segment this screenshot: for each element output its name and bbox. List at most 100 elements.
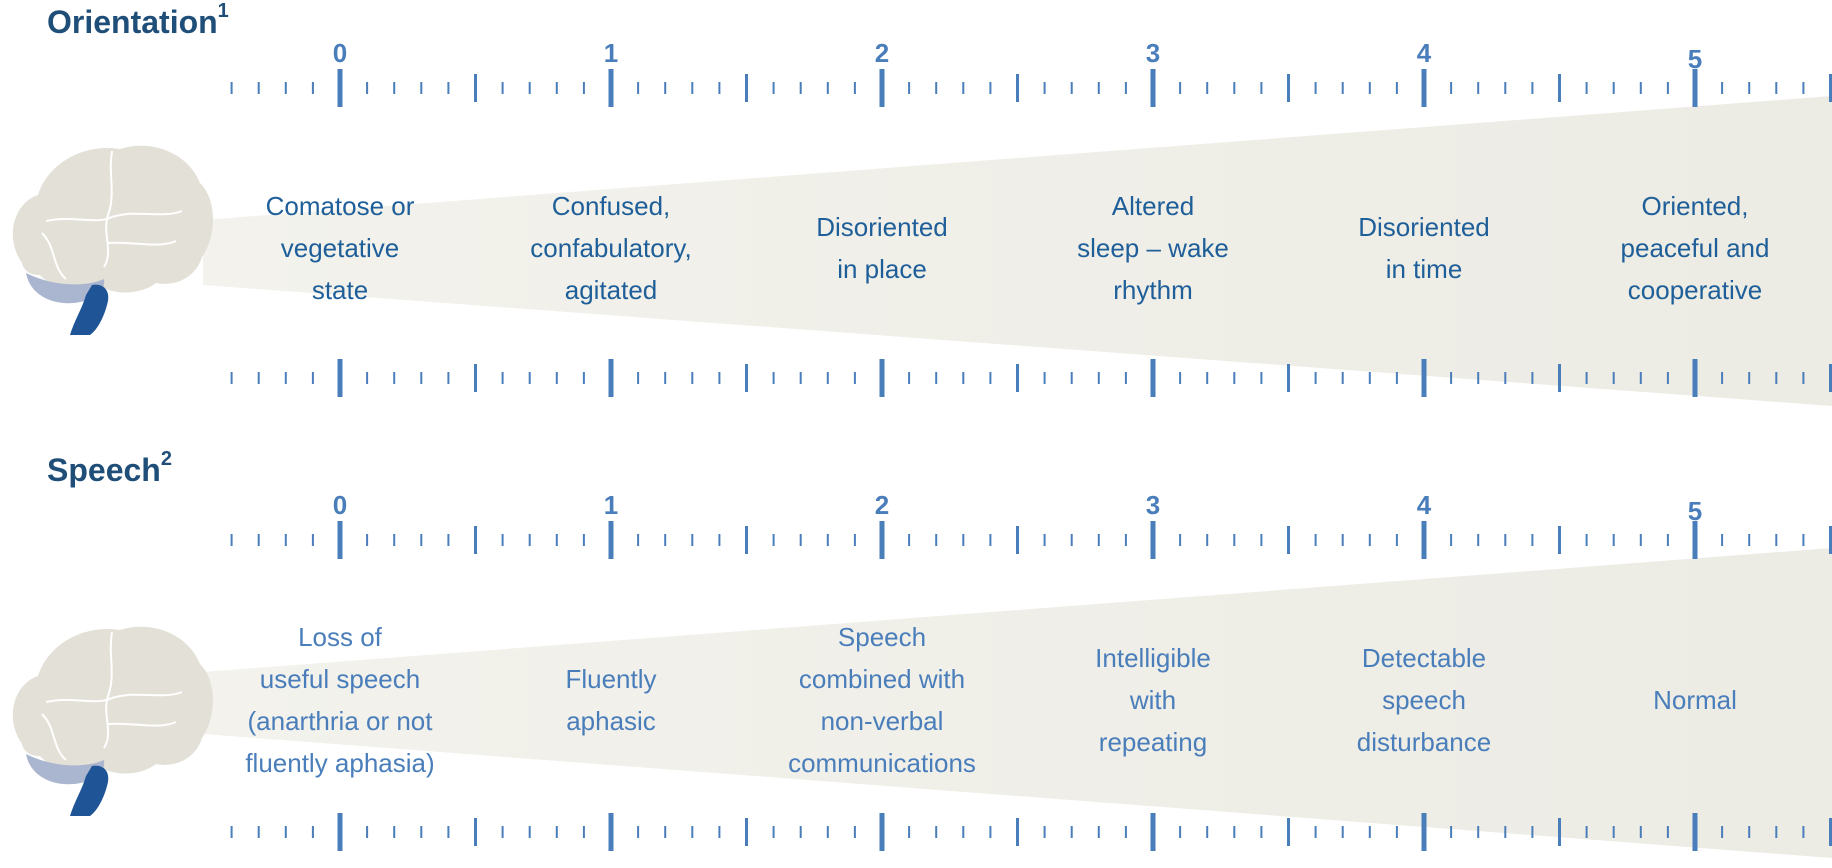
minor-tick: [1341, 534, 1344, 546]
minor-tick: [1179, 826, 1182, 838]
minor-tick: [1802, 826, 1805, 838]
description-line: (anarthria or not: [247, 706, 433, 736]
minor-tick: [1666, 534, 1669, 546]
description-line: Detectable: [1361, 643, 1487, 673]
minor-tick: [528, 372, 531, 384]
minor-tick: [1179, 372, 1182, 384]
minor-tick: [1585, 372, 1588, 384]
minor-tick: [1233, 534, 1236, 546]
bottom-ruler: [230, 359, 1832, 397]
minor-tick: [637, 82, 640, 94]
minor-tick: [284, 534, 287, 546]
minor-tick: [1260, 82, 1263, 94]
minor-tick: [230, 826, 233, 838]
description-line: communications: [788, 748, 976, 778]
footnote-marker: 1: [217, 0, 229, 22]
minor-tick: [962, 826, 965, 838]
minor-tick: [1395, 534, 1398, 546]
minor-tick: [1314, 826, 1317, 838]
minor-tick: [1124, 534, 1127, 546]
minor-tick: [311, 534, 314, 546]
minor-tick: [664, 82, 667, 94]
major-tick: [1150, 359, 1156, 397]
minor-tick: [1748, 826, 1751, 838]
description-line: Intelligible: [1095, 643, 1211, 673]
minor-tick: [1477, 826, 1480, 838]
minor-tick: [1016, 818, 1019, 846]
minor-tick: [1748, 534, 1751, 546]
minor-tick: [1558, 526, 1561, 554]
minor-tick: [826, 534, 829, 546]
minor-tick: [474, 526, 477, 554]
minor-tick: [1558, 74, 1561, 102]
minor-tick: [1585, 82, 1588, 94]
minor-tick: [1531, 826, 1534, 838]
minor-tick: [1043, 372, 1046, 384]
minor-tick: [664, 372, 667, 384]
minor-tick: [908, 82, 911, 94]
description-line: vegetative: [280, 233, 400, 263]
description-line: speech: [1382, 685, 1466, 715]
minor-tick: [528, 826, 531, 838]
minor-tick: [826, 826, 829, 838]
description-line: in place: [837, 254, 927, 284]
minor-tick: [1477, 82, 1480, 94]
minor-tick: [718, 534, 721, 546]
minor-tick: [1829, 818, 1832, 846]
description-line: Confused,: [551, 191, 671, 221]
minor-tick: [366, 826, 369, 838]
description-line: Oriented,: [1641, 191, 1749, 221]
major-tick: [1692, 813, 1698, 851]
score-number: 3: [1146, 490, 1160, 520]
minor-tick: [555, 372, 558, 384]
major-tick: [1150, 521, 1156, 559]
footnote-marker: 2: [160, 448, 172, 470]
minor-tick: [1314, 534, 1317, 546]
description-line: rhythm: [1113, 275, 1193, 305]
score-number: 5: [1688, 496, 1702, 526]
minor-tick: [582, 82, 585, 94]
minor-tick: [447, 534, 450, 546]
score-number: 0: [333, 38, 347, 68]
minor-tick: [284, 82, 287, 94]
minor-tick: [1639, 82, 1642, 94]
minor-tick: [230, 82, 233, 94]
score-number: 0: [333, 490, 347, 520]
minor-tick: [745, 364, 748, 392]
minor-tick: [989, 82, 992, 94]
minor-tick: [501, 826, 504, 838]
minor-tick: [447, 372, 450, 384]
minor-tick: [393, 826, 396, 838]
minor-tick: [637, 534, 640, 546]
minor-tick: [1287, 818, 1290, 846]
scale-title: Orientation1: [47, 0, 229, 41]
minor-tick: [420, 82, 423, 94]
minor-tick: [772, 534, 775, 546]
minor-tick: [447, 82, 450, 94]
minor-tick: [1314, 82, 1317, 94]
minor-tick: [718, 82, 721, 94]
bottom-ruler: [230, 813, 1832, 851]
minor-tick: [1070, 826, 1073, 838]
minor-tick: [826, 372, 829, 384]
minor-tick: [447, 826, 450, 838]
minor-tick: [257, 826, 260, 838]
minor-tick: [1721, 82, 1724, 94]
minor-tick: [1829, 74, 1832, 102]
minor-tick: [528, 534, 531, 546]
minor-tick: [1748, 82, 1751, 94]
minor-tick: [420, 534, 423, 546]
minor-tick: [393, 372, 396, 384]
minor-tick: [474, 818, 477, 846]
score-number: 1: [604, 38, 618, 68]
scale-title-text: Speech: [47, 452, 161, 488]
score-number: 1: [604, 490, 618, 520]
minor-tick: [501, 534, 504, 546]
minor-tick: [1504, 534, 1507, 546]
major-tick: [1692, 69, 1698, 107]
